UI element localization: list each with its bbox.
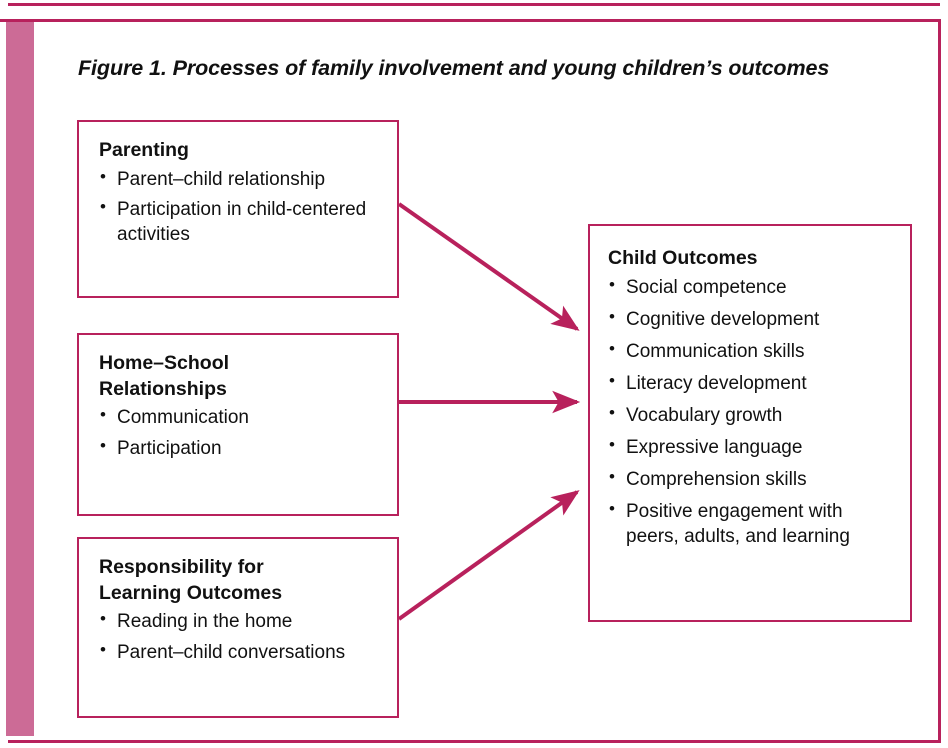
- list-item-label: Participation: [117, 437, 222, 459]
- bullet-icon: •: [609, 306, 615, 326]
- list-item-label: Communication skills: [626, 340, 805, 362]
- list-item-label: Participation in child-centered activiti…: [117, 198, 367, 245]
- bullet-icon: •: [609, 338, 615, 358]
- list-item-label: Positive engagement with peers, adults, …: [626, 501, 850, 548]
- list-item: • Participation in child-centered activi…: [99, 197, 383, 247]
- box-home-school-list: • Communication • Participation: [99, 405, 383, 460]
- bullet-icon: •: [609, 499, 615, 519]
- list-item-label: Literacy development: [626, 372, 807, 394]
- bullet-icon: •: [100, 639, 106, 659]
- list-item-label: Parent–child conversations: [117, 641, 346, 663]
- box-responsibility-title: Responsibility for Learning Outcomes: [99, 556, 283, 604]
- list-item: • Positive engagement with peers, adults…: [608, 499, 898, 549]
- page-frame-sidebar-bar: [6, 22, 34, 736]
- list-item: • Communication skills: [608, 339, 898, 364]
- list-item-label: Social competence: [626, 276, 787, 298]
- box-parenting-list: • Parent–child relationship • Participat…: [99, 167, 383, 247]
- arrow-parenting-to-outcomes: [397, 202, 580, 331]
- bullet-icon: •: [100, 196, 106, 216]
- bullet-icon: •: [609, 370, 615, 390]
- box-child-outcomes-list: • Social competence • Cognitive developm…: [608, 275, 898, 550]
- box-child-outcomes-title: Child Outcomes: [608, 247, 758, 269]
- list-item: • Communication: [99, 405, 383, 430]
- box-home-school-relationships: Home–School Relationships • Communicatio…: [77, 333, 399, 516]
- bullet-icon: •: [100, 166, 106, 186]
- arrow-responsibility-to-outcomes: [397, 490, 580, 621]
- bullet-icon: •: [609, 467, 615, 487]
- bullet-icon: •: [609, 403, 615, 423]
- list-item: • Participation: [99, 436, 383, 461]
- list-item-label: Parent–child relationship: [117, 168, 326, 190]
- figure-title: Figure 1. Processes of family involvemen…: [78, 56, 830, 80]
- list-item-label: Cognitive development: [626, 308, 820, 330]
- box-responsibility-list: • Reading in the home • Parent–child con…: [99, 609, 383, 664]
- bullet-icon: •: [100, 435, 106, 455]
- list-item: • Comprehension skills: [608, 467, 898, 492]
- list-item-label: Communication: [117, 407, 249, 429]
- list-item: • Social competence: [608, 275, 898, 300]
- list-item-label: Expressive language: [626, 437, 803, 459]
- list-item: • Expressive language: [608, 435, 898, 460]
- bullet-icon: •: [100, 609, 106, 629]
- list-item: • Literacy development: [608, 371, 898, 396]
- list-item-label: Comprehension skills: [626, 469, 807, 491]
- list-item-label: Vocabulary growth: [626, 405, 783, 427]
- page-frame-bottom-line: [8, 740, 941, 743]
- list-item: • Reading in the home: [99, 609, 383, 634]
- page-frame-top-inner-line: [0, 19, 941, 22]
- box-responsibility-for-learning-outcomes: Responsibility for Learning Outcomes • R…: [77, 537, 399, 718]
- box-child-outcomes: Child Outcomes • Social competence • Cog…: [588, 224, 912, 622]
- page-frame-top-outer-line: [8, 3, 940, 6]
- bullet-icon: •: [609, 274, 615, 294]
- list-item: • Cognitive development: [608, 307, 898, 332]
- box-home-school-title: Home–School Relationships: [99, 352, 230, 400]
- box-parenting-title: Parenting: [99, 139, 189, 161]
- list-item: • Vocabulary growth: [608, 403, 898, 428]
- bullet-icon: •: [100, 405, 106, 425]
- page-frame-right-line: [938, 19, 941, 743]
- list-item: • Parent–child relationship: [99, 167, 383, 192]
- list-item-label: Reading in the home: [117, 611, 293, 633]
- box-parenting: Parenting • Parent–child relationship • …: [77, 120, 399, 298]
- list-item: • Parent–child conversations: [99, 640, 383, 665]
- bullet-icon: •: [609, 435, 615, 455]
